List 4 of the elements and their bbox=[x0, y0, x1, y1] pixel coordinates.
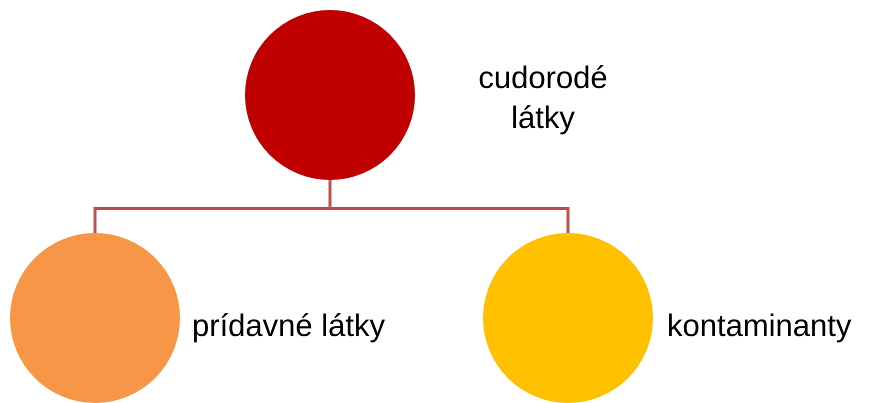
circle-caption: kontaminanty bbox=[667, 307, 852, 345]
connector-line bbox=[328, 180, 570, 233]
circle-caption: cudorodé látky bbox=[477, 59, 609, 138]
circle-caption: prídavné látky bbox=[192, 307, 386, 345]
